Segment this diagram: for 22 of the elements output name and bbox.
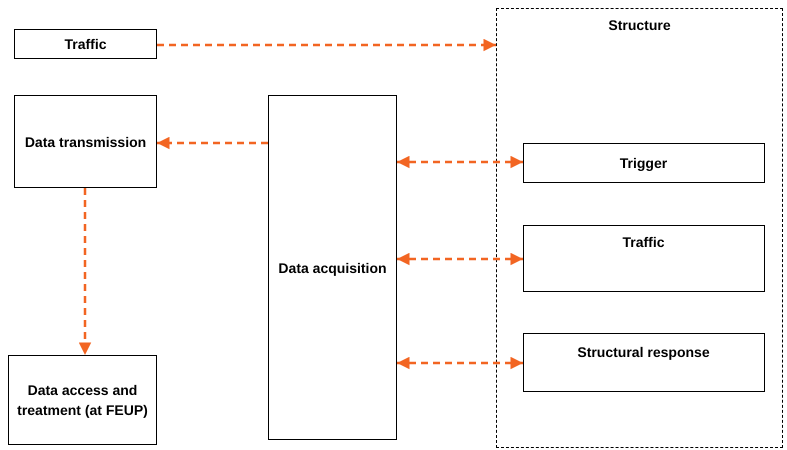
- box-label: Trigger: [618, 154, 668, 172]
- box-label: Structure: [607, 16, 672, 35]
- box-label: Data access and treatment (at FEUP): [16, 381, 149, 420]
- process-box: [522, 224, 764, 292]
- box-label: Traffic: [63, 35, 108, 54]
- dashed-arrow: [78, 188, 92, 355]
- dashed-container: [496, 8, 783, 448]
- process-box: [268, 95, 397, 440]
- process-box: [14, 95, 157, 188]
- dashed-arrow: [397, 156, 523, 168]
- box-label: Data transmission: [24, 132, 148, 152]
- dashed-arrow: [397, 252, 523, 266]
- box-label: Traffic: [621, 232, 666, 252]
- box-label: Data acquisition: [277, 258, 388, 278]
- dashed-arrow: [397, 356, 523, 370]
- process-box: [8, 355, 157, 445]
- process-box: [522, 332, 764, 392]
- process-box: [14, 29, 157, 59]
- process-box: [522, 142, 764, 182]
- dashed-arrow: [157, 136, 268, 150]
- box-label: Structural response: [576, 342, 711, 362]
- dashed-arrow: [157, 38, 496, 52]
